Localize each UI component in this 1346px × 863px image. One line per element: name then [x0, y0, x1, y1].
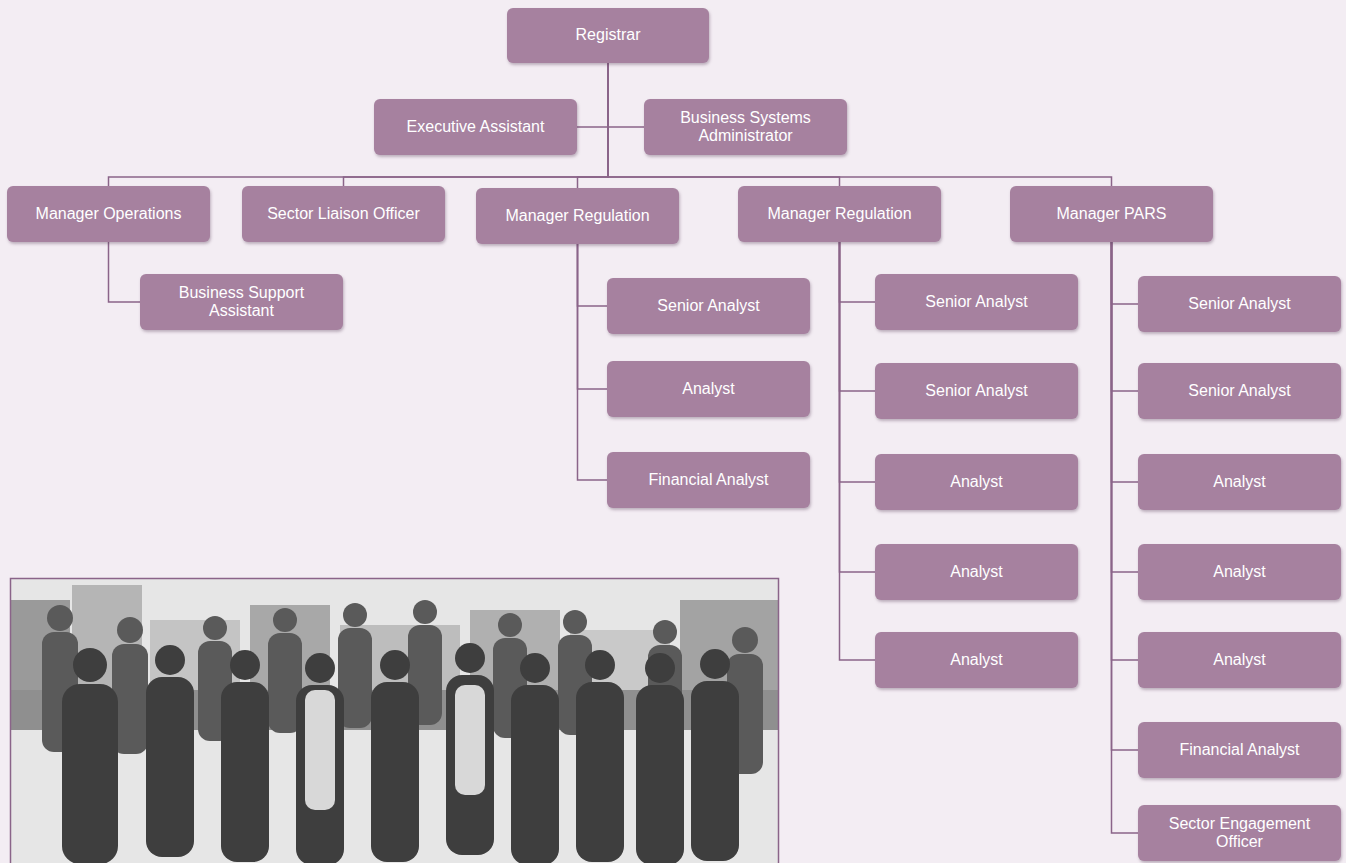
- box-label: Manager Operations: [36, 205, 182, 223]
- reporting-line: [1112, 242, 1139, 750]
- org-box: Senior Analyst: [607, 278, 810, 334]
- box-label: Registrar: [576, 26, 641, 44]
- box-label: Analyst: [1213, 651, 1265, 669]
- box-label: Analyst: [950, 563, 1002, 581]
- box-label: Analyst: [1213, 473, 1265, 491]
- box-label: Analyst: [1213, 563, 1265, 581]
- org-box: Financial Analyst: [1138, 722, 1341, 778]
- org-box: Business Systems Administrator: [644, 99, 847, 155]
- org-box: Analyst: [1138, 632, 1341, 688]
- reporting-line: [578, 63, 609, 188]
- reporting-line: [1112, 242, 1139, 482]
- org-box: Manager Regulation: [476, 188, 679, 244]
- org-box: Analyst: [607, 361, 810, 417]
- reporting-line: [840, 242, 876, 572]
- box-label: Manager PARS: [1057, 205, 1167, 223]
- box-label: Financial Analyst: [1179, 741, 1299, 759]
- reporting-line: [109, 63, 609, 186]
- org-box: Analyst: [875, 454, 1078, 510]
- org-box: Manager Regulation: [738, 186, 941, 242]
- reporting-line: [608, 63, 1112, 186]
- reporting-line: [1112, 242, 1139, 833]
- reporting-line: [840, 242, 876, 302]
- reporting-line: [577, 63, 608, 127]
- reporting-line: [840, 242, 876, 391]
- reporting-line: [578, 244, 608, 306]
- box-label: Business Systems Administrator: [654, 109, 837, 146]
- box-label: Analyst: [682, 380, 734, 398]
- org-box: Sector Engagement Officer: [1138, 805, 1341, 861]
- box-label: Analyst: [950, 473, 1002, 491]
- org-box: Financial Analyst: [607, 452, 810, 508]
- org-box: Senior Analyst: [1138, 276, 1341, 332]
- box-label: Executive Assistant: [407, 118, 545, 136]
- box-label: Senior Analyst: [925, 293, 1027, 311]
- reporting-line: [578, 244, 608, 480]
- org-box: Manager Operations: [7, 186, 210, 242]
- reporting-line: [344, 63, 609, 186]
- org-box: Senior Analyst: [1138, 363, 1341, 419]
- reporting-line: [840, 242, 876, 482]
- box-label: Business Support Assistant: [150, 284, 333, 321]
- box-label: Senior Analyst: [1188, 382, 1290, 400]
- org-box: Analyst: [1138, 544, 1341, 600]
- reporting-line: [1112, 242, 1139, 572]
- org-box: Analyst: [875, 544, 1078, 600]
- org-box: Analyst: [875, 632, 1078, 688]
- box-label: Senior Analyst: [657, 297, 759, 315]
- org-box: Business Support Assistant: [140, 274, 343, 330]
- reporting-line: [1112, 242, 1139, 304]
- box-label: Sector Liaison Officer: [267, 205, 420, 223]
- reporting-line: [608, 63, 840, 186]
- box-label: Senior Analyst: [1188, 295, 1290, 313]
- box-label: Analyst: [950, 651, 1002, 669]
- reporting-line: [608, 63, 644, 127]
- box-label: Manager Regulation: [767, 205, 911, 223]
- reporting-line: [578, 244, 608, 389]
- org-box: Senior Analyst: [875, 363, 1078, 419]
- box-label: Senior Analyst: [925, 382, 1027, 400]
- reporting-line: [109, 242, 141, 302]
- org-box: Analyst: [1138, 454, 1341, 510]
- org-box: Registrar: [507, 8, 709, 63]
- reporting-line: [1112, 242, 1139, 660]
- reporting-line: [1112, 242, 1139, 391]
- org-box: Sector Liaison Officer: [242, 186, 445, 242]
- box-label: Sector Engagement Officer: [1148, 815, 1331, 852]
- org-box: Senior Analyst: [875, 274, 1078, 330]
- box-label: Financial Analyst: [648, 471, 768, 489]
- box-label: Manager Regulation: [505, 207, 649, 225]
- org-box: Executive Assistant: [374, 99, 577, 155]
- reporting-line: [840, 242, 876, 660]
- org-box: Manager PARS: [1010, 186, 1213, 242]
